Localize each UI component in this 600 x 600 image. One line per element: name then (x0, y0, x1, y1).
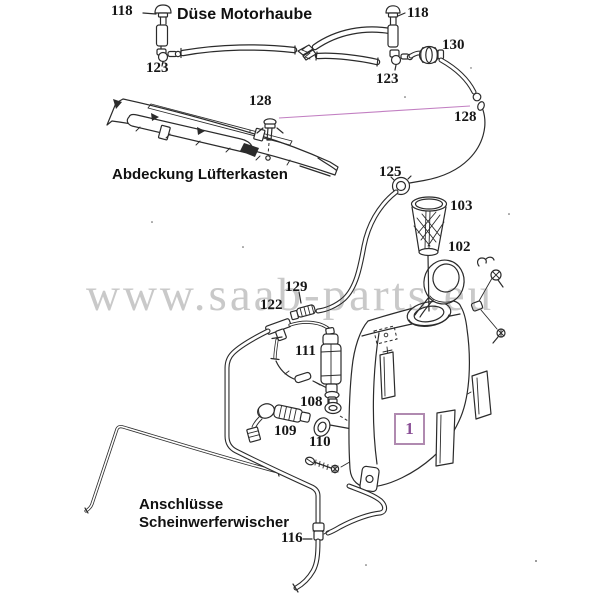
pipe-coupling-116 (302, 522, 330, 541)
caption-connections-2: Scheinwerferwischer (139, 514, 290, 531)
filler-neck (406, 300, 452, 328)
washer-pump-111 (288, 320, 342, 406)
print-specks (151, 67, 537, 566)
grommet-125 (315, 175, 412, 314)
part-label-102: 102 (448, 239, 471, 255)
tank-cap-102 (414, 259, 465, 318)
hose-connector-128-right (405, 92, 486, 185)
part-label-111: 111 (295, 343, 316, 359)
part-label-130: 130 (442, 37, 465, 53)
hood-nozzle-right (385, 5, 424, 71)
cowl-cover-panel (106, 98, 339, 177)
part-label-118-right: 118 (407, 5, 429, 21)
part-label-118-left: 118 (111, 3, 133, 19)
part-label-103: 103 (450, 198, 473, 214)
part-label-108: 108 (300, 394, 323, 410)
item-1-number: 1 (405, 419, 414, 438)
part-label-122: 122 (260, 297, 283, 313)
hood-nozzle-hoses (179, 26, 394, 67)
caption-connections-1: Anschlüsse (139, 496, 224, 513)
part-label-109: 109 (274, 423, 297, 439)
headlamp-washer-pump-109 (246, 403, 311, 443)
tee-connector-122 (265, 318, 295, 380)
caption-cowl-cover: Abdeckung Lüfterkasten (112, 166, 288, 183)
hose-coupling-130 (418, 45, 477, 95)
part-label-110: 110 (309, 434, 331, 450)
part-label-128-right: 128 (454, 109, 477, 125)
hose-fitting-129 (289, 291, 316, 321)
filter-funnel-103 (410, 196, 448, 312)
headlamp-washer-pipes (84, 328, 388, 593)
part-label-123-right: 123 (376, 71, 399, 87)
clip-and-screw-fasteners (476, 256, 506, 344)
grommet-110 (313, 417, 353, 437)
nozzle-128-left (256, 118, 284, 156)
caption-hood-nozzle: Düse Motorhaube (177, 6, 313, 23)
magenta-leader-128 (278, 105, 471, 119)
hood-nozzle-left (142, 4, 182, 67)
part-label-128-left: 128 (249, 93, 272, 109)
grommet-108 (324, 398, 365, 432)
part-label-116: 116 (281, 530, 303, 546)
item-1-highlight-box[interactable]: 1 (394, 413, 425, 445)
part-label-123-left: 123 (146, 60, 169, 76)
washer-fluid-tank (348, 272, 498, 493)
part-label-125: 125 (379, 164, 402, 180)
part-label-129: 129 (285, 279, 308, 295)
